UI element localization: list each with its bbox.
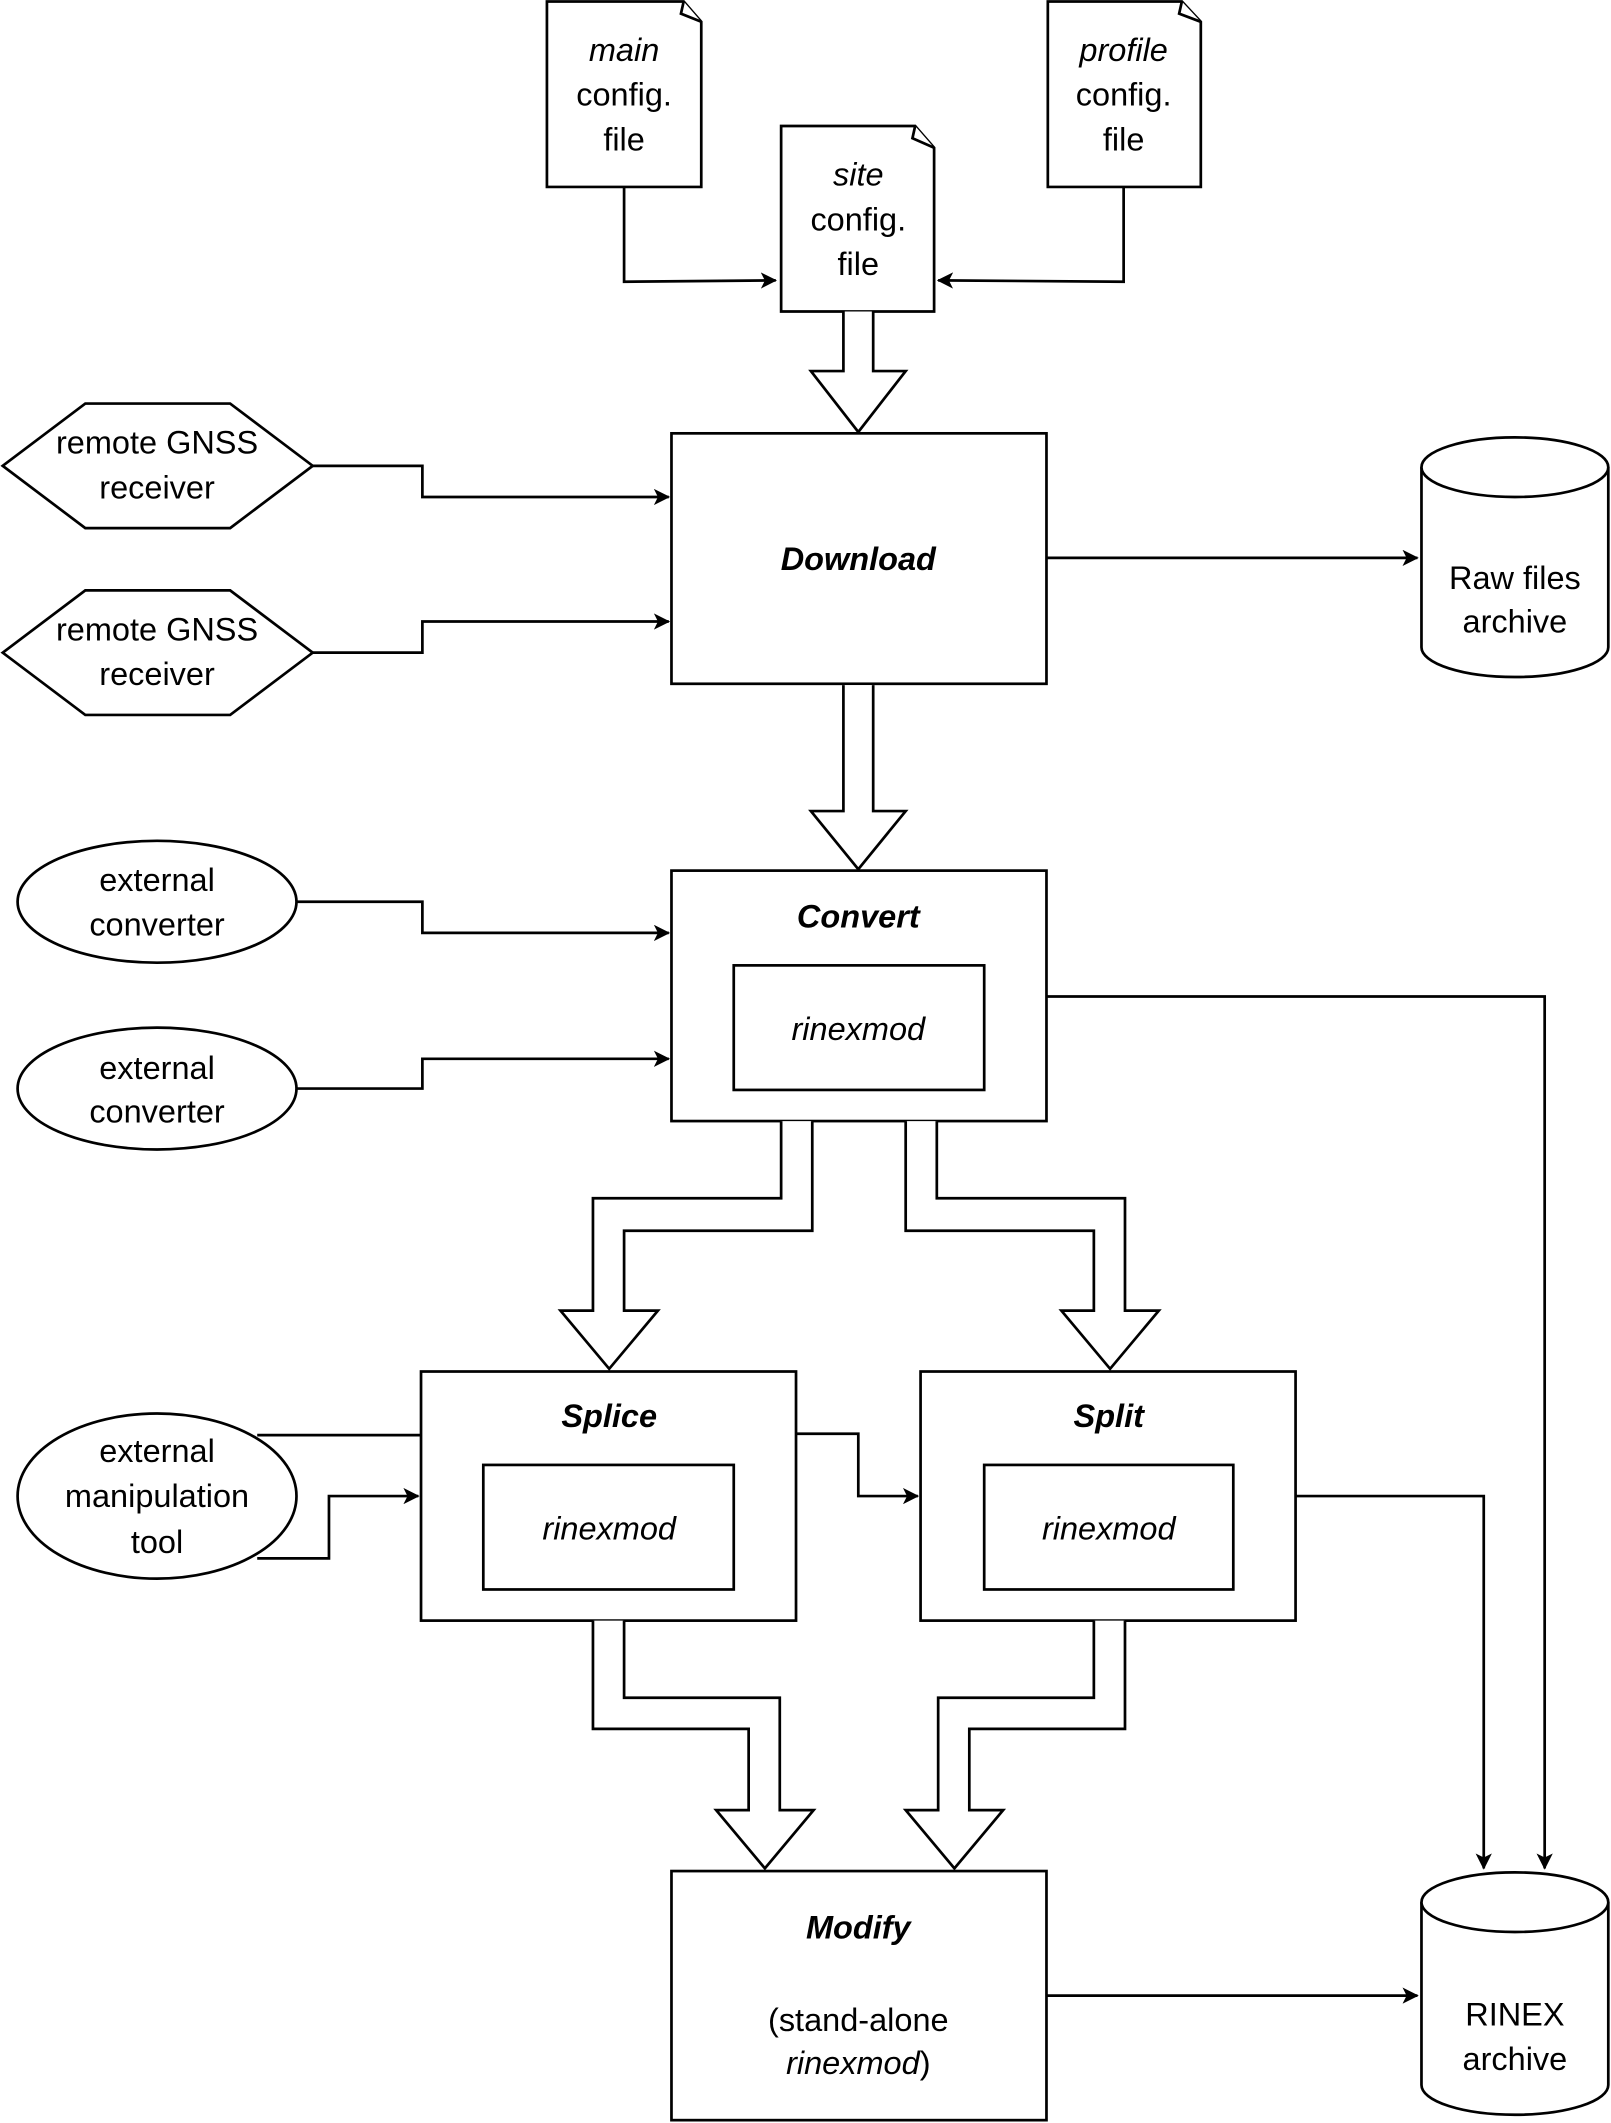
receiver-1-label-2: receiver	[99, 469, 215, 505]
site-config-label-3: file	[838, 246, 880, 282]
modify-label-1: (stand-alone	[768, 2002, 949, 2038]
modify-label-2: rinexmod)	[786, 2045, 930, 2081]
splice-rinexmod-label: rinexmod	[542, 1510, 677, 1546]
convert-to-rinex-archive-arrow	[1046, 995, 1553, 1870]
main-config-file: main config. file	[545, 0, 703, 189]
main-to-site-arrow	[622, 186, 778, 289]
raw-archive-label-2: archive	[1463, 603, 1568, 639]
raw-archive-label-1: Raw files	[1449, 560, 1581, 596]
site-to-download-flow-arrow	[808, 311, 909, 435]
convert-step: Convert rinexmod	[670, 869, 1048, 1123]
split-to-modify-flow-arrow	[902, 1620, 1127, 1871]
rinex-archive: RINEX archive	[1420, 1871, 1610, 2117]
converter-1-to-convert-arrow	[296, 900, 671, 942]
splice-rinexmod-box	[481, 1463, 736, 1591]
external-converter-2: external converter	[16, 1026, 298, 1151]
download-to-convert-flow-arrow	[808, 685, 909, 872]
splice-to-split-arrow	[796, 1432, 920, 1505]
manipulation-to-splice-arrow	[257, 1487, 420, 1560]
receiver-1-label-1: remote GNSS	[56, 425, 258, 461]
converter-2-label-1: external	[99, 1050, 215, 1086]
site-config-label-2: config.	[810, 201, 906, 237]
receiver-2-to-download-arrow	[312, 613, 671, 655]
splice-title: Splice	[561, 1398, 657, 1434]
split-to-rinex-archive-arrow	[1295, 1494, 1492, 1870]
external-manipulation-tool: external manipulation tool	[16, 1412, 298, 1580]
convert-to-split-flow-arrow	[904, 1121, 1162, 1371]
main-config-label-3: file	[603, 121, 645, 157]
manipulation-label-2: manipulation	[65, 1478, 249, 1514]
raw-files-archive: Raw files archive	[1420, 436, 1610, 679]
profile-config-file: profile config. file	[1046, 0, 1203, 189]
remote-gnss-receiver-1: remote GNSS receiver	[0, 402, 315, 530]
convert-title: Convert	[797, 898, 921, 934]
convert-rinexmod-box	[732, 964, 986, 1092]
profile-to-site-arrow	[936, 186, 1125, 289]
modify-title: Modify	[806, 1910, 913, 1946]
converter-2-label-2: converter	[89, 1093, 225, 1129]
splice-step: Splice rinexmod	[419, 1370, 798, 1622]
remote-gnss-receiver-2: remote GNSS receiver	[0, 589, 315, 717]
rinex-archive-label-1: RINEX	[1465, 1996, 1564, 2032]
main-config-label-2: config.	[576, 77, 672, 113]
converter-2-to-convert-arrow	[296, 1050, 671, 1090]
manipulation-label-3: tool	[131, 1524, 183, 1560]
split-rinexmod-box	[982, 1463, 1235, 1591]
manipulation-label-1: external	[99, 1433, 215, 1469]
modify-step: Modify (stand-alone rinexmod)	[670, 1869, 1048, 2122]
profile-config-label-3: file	[1103, 121, 1145, 157]
site-config-label-1: site	[833, 157, 884, 193]
modify-label-2-italic: rinexmod	[786, 2045, 921, 2081]
modify-label-2-suffix: )	[920, 2045, 931, 2081]
rinex-archive-label-2: archive	[1463, 2041, 1568, 2077]
converter-1-label-1: external	[99, 862, 215, 898]
split-step: Split rinexmod	[919, 1370, 1297, 1622]
convert-rinexmod-label: rinexmod	[791, 1011, 926, 1047]
main-config-label-1: main	[589, 32, 659, 68]
external-converter-1: external converter	[16, 839, 298, 965]
convert-to-splice-flow-arrow	[557, 1121, 814, 1371]
profile-config-label-1: profile	[1078, 32, 1167, 68]
splice-to-modify-flow-arrow	[591, 1620, 817, 1871]
site-config-file: site config. file	[779, 124, 936, 313]
download-title: Download	[781, 541, 937, 577]
split-title: Split	[1074, 1398, 1146, 1434]
converter-1-label-2: converter	[89, 907, 225, 943]
split-rinexmod-label: rinexmod	[1042, 1510, 1177, 1546]
receiver-1-to-download-arrow	[312, 464, 671, 506]
receiver-2-label-1: remote GNSS	[56, 611, 258, 647]
download-step: Download	[670, 431, 1048, 686]
profile-config-label-2: config.	[1076, 77, 1172, 113]
receiver-2-label-2: receiver	[99, 656, 215, 692]
